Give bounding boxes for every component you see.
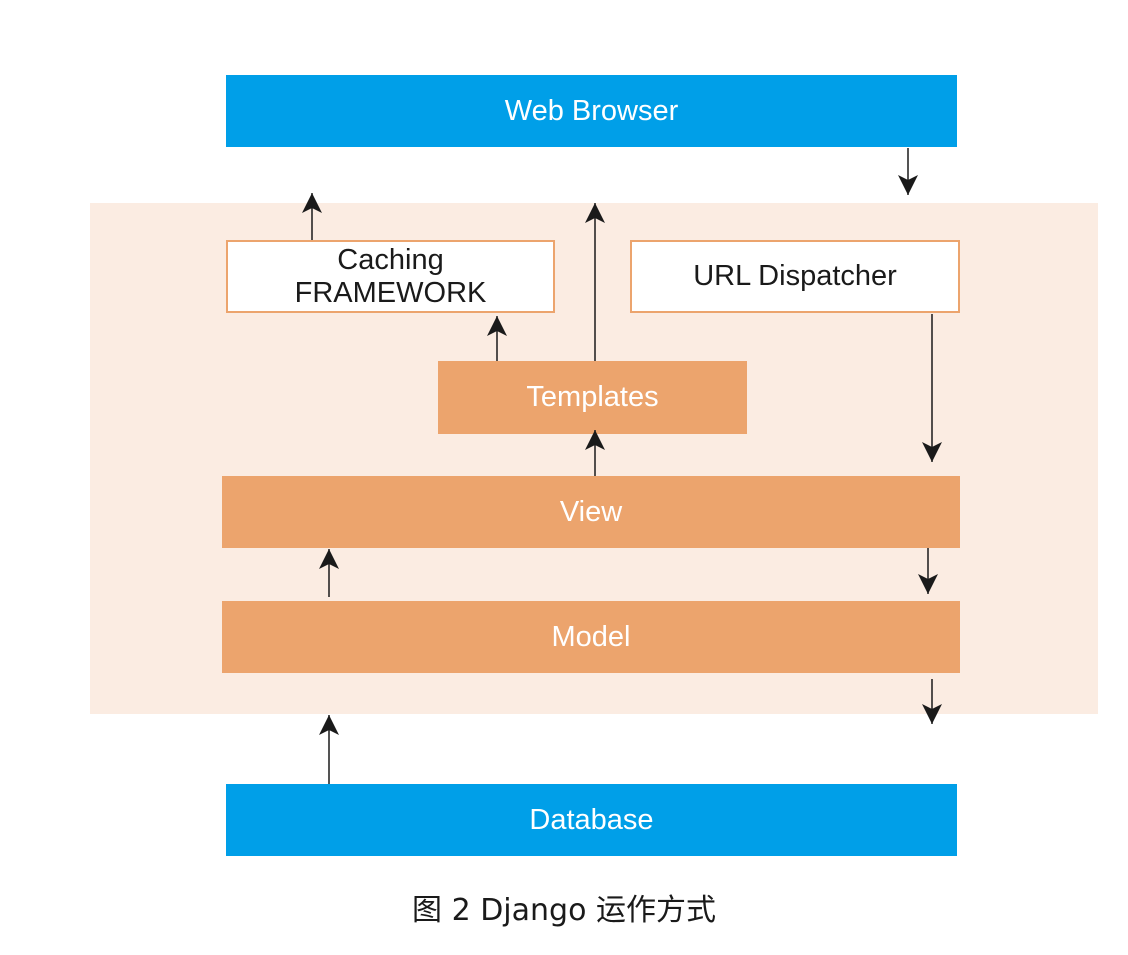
model-label: Model <box>551 620 631 653</box>
database-node: Database <box>226 784 957 856</box>
caching-label-line1: Caching <box>337 244 444 277</box>
web-browser-node: Web Browser <box>226 75 957 147</box>
database-label: Database <box>529 803 654 836</box>
figure-caption: 图 2 Django 运作方式 <box>412 893 716 928</box>
templates-label: Templates <box>526 381 659 414</box>
web-browser-label: Web Browser <box>504 94 679 127</box>
templates-node: Templates <box>438 361 747 434</box>
view-node: View <box>222 476 960 548</box>
caching-label-line2: FRAMEWORK <box>294 276 487 309</box>
url-dispatcher-node: URL Dispatcher <box>630 240 960 313</box>
view-label: View <box>559 495 623 528</box>
caching-framework-node: Caching FRAMEWORK <box>226 240 555 313</box>
url-dispatcher-label: URL Dispatcher <box>693 260 897 293</box>
model-node: Model <box>222 601 960 673</box>
